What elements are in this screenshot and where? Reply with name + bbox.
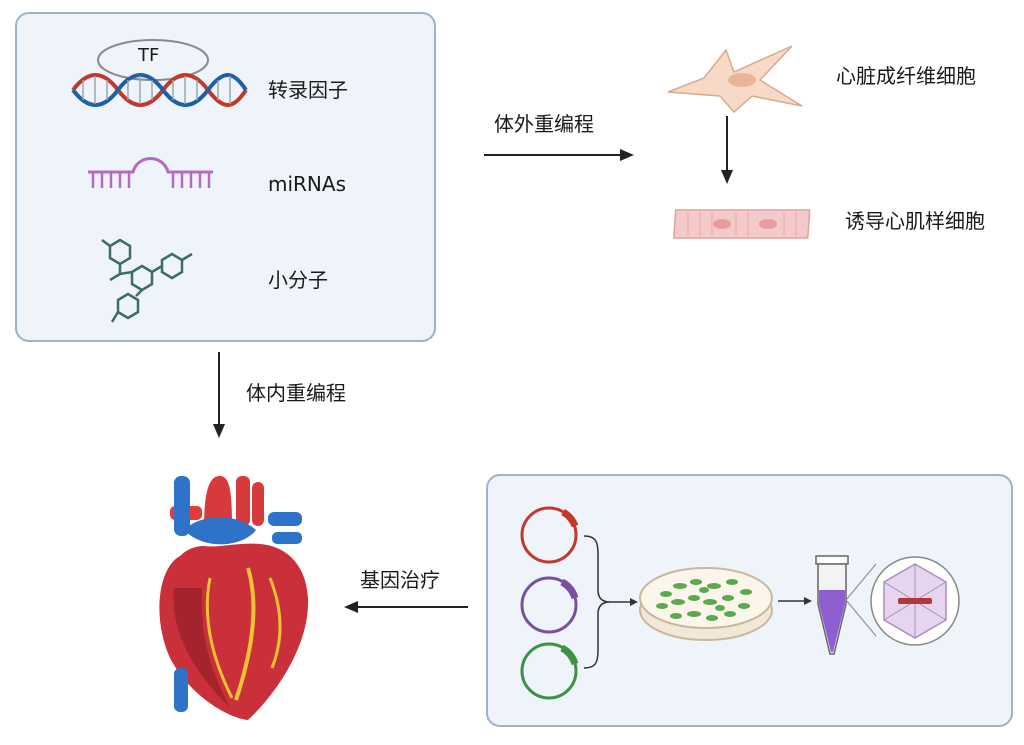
- zoom-lines: [845, 563, 877, 637]
- fibroblast-cell-icon: [667, 45, 803, 114]
- sample-tube-icon: [815, 555, 849, 655]
- cardiac-fibroblast-label: 心脏成纤维细胞: [836, 64, 976, 88]
- mirna-label: miRNAs: [268, 172, 346, 196]
- dna-helix-icon: [71, 39, 248, 107]
- in-vivo-reprogramming-label: 体内重编程: [246, 381, 346, 405]
- mirna-icon: [88, 157, 213, 188]
- small-molecule-icon: [101, 238, 193, 323]
- transcription-factor-label: 转录因子: [268, 78, 348, 102]
- in-vitro-arrow: [484, 149, 634, 161]
- petri-dish-icon: [639, 567, 773, 641]
- gene-therapy-arrow: [344, 601, 468, 613]
- plasmid-purple-icon: [520, 576, 579, 634]
- small-molecule-label: 小分子: [268, 268, 328, 292]
- viral-vector-icon: [870, 556, 960, 646]
- plasmid-green-icon: [520, 642, 579, 700]
- tf-label: TF: [138, 45, 160, 66]
- harvest-arrow: [778, 597, 812, 605]
- differentiation-arrow: [721, 116, 733, 184]
- in-vivo-arrow: [213, 352, 225, 438]
- in-vitro-reprogramming-label: 体外重编程: [494, 112, 594, 136]
- gene-therapy-label: 基因治疗: [360, 568, 440, 592]
- plasmid-red-icon: [520, 506, 579, 564]
- heart-icon: [159, 476, 309, 720]
- plasmid-bracket: [583, 535, 638, 669]
- induced-cardiomyocyte-label: 诱导心肌样细胞: [845, 209, 985, 233]
- reprogramming-factors-panel: [15, 12, 436, 342]
- induced-cardiomyocyte-icon: [672, 209, 811, 239]
